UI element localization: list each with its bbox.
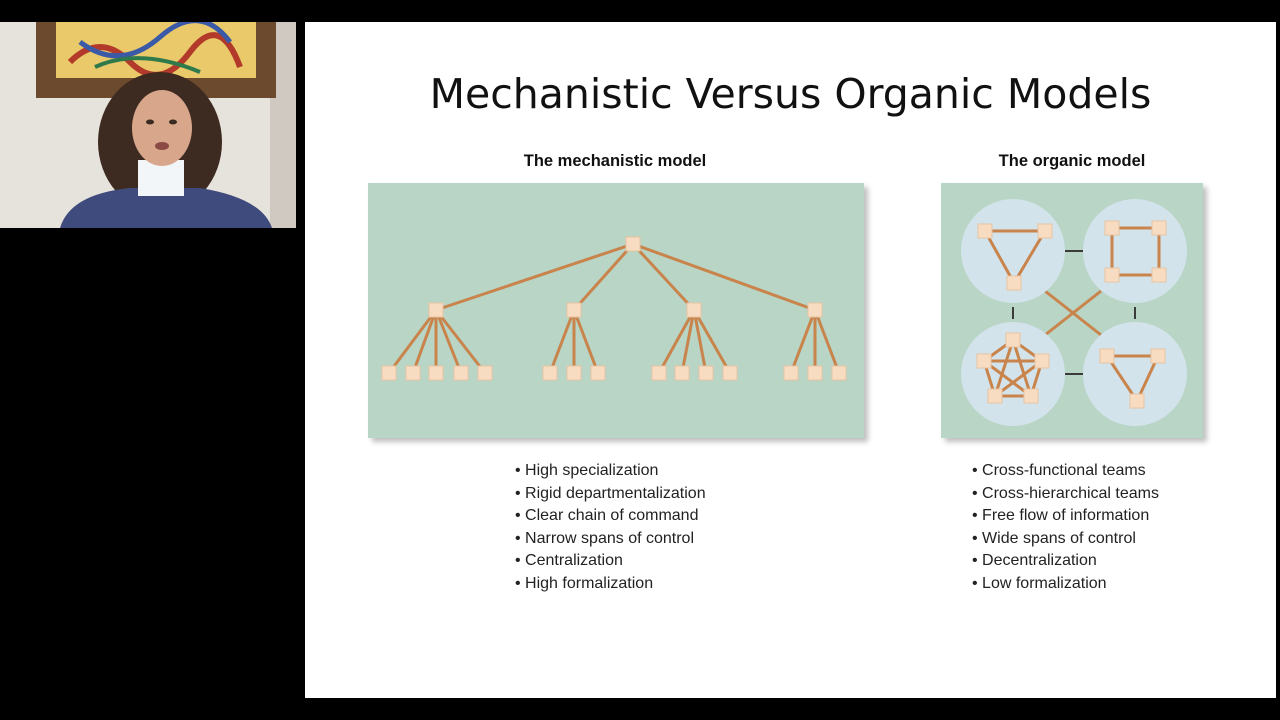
presenter-image bbox=[0, 22, 296, 228]
list-item: High formalization bbox=[515, 573, 706, 596]
organic-bullet-list: Cross-functional teams Cross-hierarchica… bbox=[972, 460, 1159, 596]
list-item: Free flow of information bbox=[972, 505, 1159, 528]
list-item: Clear chain of command bbox=[515, 505, 706, 528]
list-item: Wide spans of control bbox=[972, 528, 1159, 551]
list-item: Decentralization bbox=[972, 550, 1159, 573]
mechanistic-bullet-list: High specialization Rigid departmentaliz… bbox=[515, 460, 706, 596]
mechanistic-model-diagram bbox=[368, 183, 864, 438]
mechanistic-model-heading: The mechanistic model bbox=[523, 152, 707, 170]
list-item: Low formalization bbox=[972, 573, 1159, 596]
hierarchy-chart bbox=[381, 236, 847, 381]
team-network-chart bbox=[961, 199, 1187, 426]
list-item: Rigid departmentalization bbox=[515, 483, 706, 506]
list-item: High specialization bbox=[515, 460, 706, 483]
slide-title: Mechanistic Versus Organic Models bbox=[429, 70, 1152, 118]
organic-model-heading: The organic model bbox=[998, 152, 1146, 170]
organic-model-diagram bbox=[941, 183, 1203, 438]
list-item: Centralization bbox=[515, 550, 706, 573]
slide: Mechanistic Versus Organic Models The me… bbox=[305, 22, 1276, 698]
presenter-webcam-video bbox=[0, 22, 296, 228]
list-item: Narrow spans of control bbox=[515, 528, 706, 551]
list-item: Cross-hierarchical teams bbox=[972, 483, 1159, 506]
list-item: Cross-functional teams bbox=[972, 460, 1159, 483]
